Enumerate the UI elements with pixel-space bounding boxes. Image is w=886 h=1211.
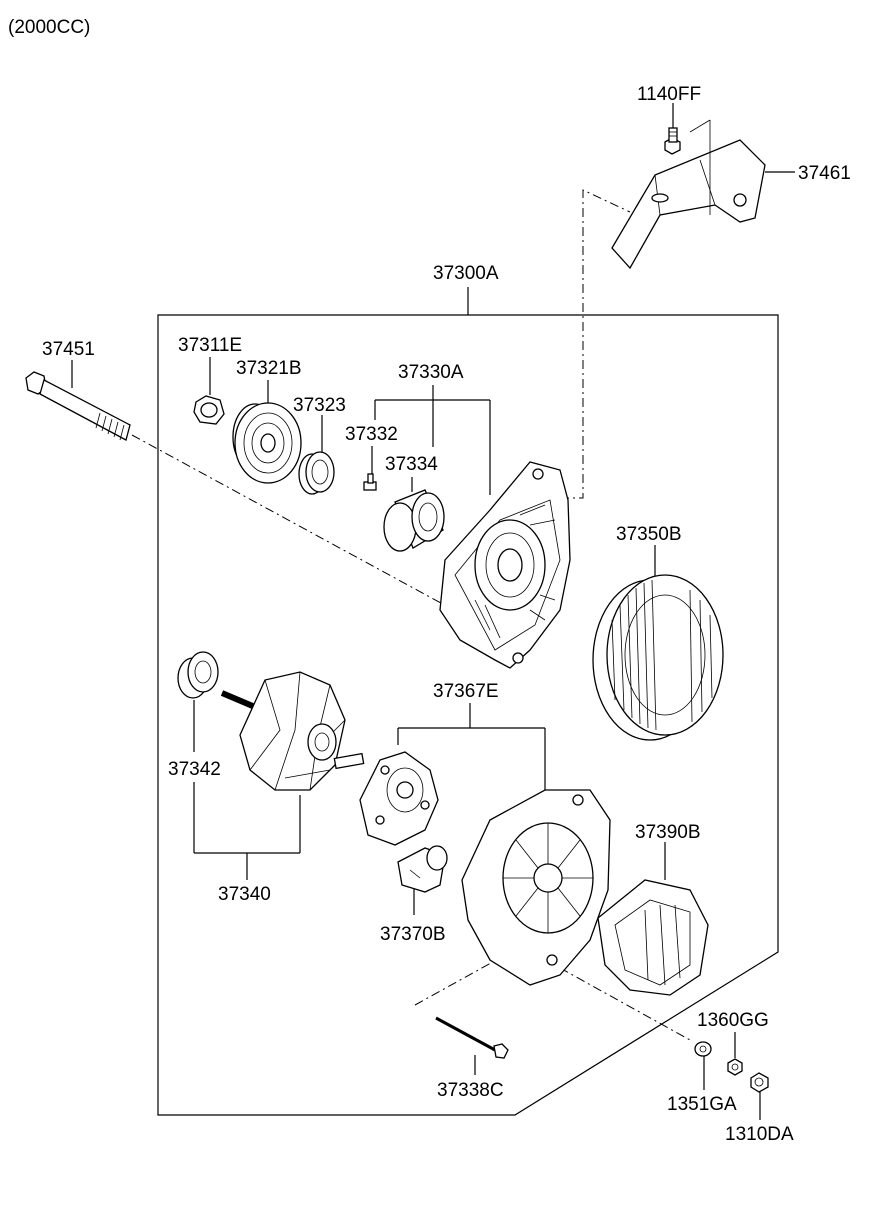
label-37311e: 37311E [178,335,242,356]
label-37338c: 37338C [437,1080,504,1101]
label-1351ga: 1351GA [667,1094,737,1115]
bolt-37338c [435,1016,509,1059]
bolt-1140ff [664,127,681,155]
assembly-boundary [157,314,779,1116]
engine-note: (2000CC) [8,17,90,38]
front-housing-37330a [439,461,571,669]
label-37367e: 37367E [433,681,499,702]
through-bolt-37451 [25,371,131,441]
label-37332: 37332 [345,424,398,445]
rear-housing [461,789,611,986]
label-37340: 37340 [218,884,271,905]
label-37390b: 37390B [635,822,701,843]
stator-37350b [592,574,724,741]
label-37451: 37451 [42,339,95,360]
rear-cover-37390b [597,879,709,996]
label-37300a: 37300A [433,263,499,284]
nut-37311e [193,395,225,425]
label-37334: 37334 [385,454,438,475]
part-labels: 1140FF 37461 37300A 37451 37311E 37321B … [42,84,851,1145]
label-37321b: 37321B [236,358,302,379]
label-37461: 37461 [798,163,851,184]
regulator-37370b [397,845,448,893]
label-37350b: 37350B [616,524,682,545]
bearing-37342 [177,651,219,699]
screw-37332 [363,473,377,491]
label-1140ff: 1140FF [637,84,701,105]
label-37370b: 37370B [380,924,446,945]
bearing-37334 [383,489,445,552]
nut-1310da [750,1072,769,1093]
nut-1360gg [727,1058,743,1076]
label-37323: 37323 [293,395,346,416]
label-37342: 37342 [168,759,221,780]
bracket-37461 [611,119,766,270]
label-1310da: 1310DA [725,1124,794,1145]
assembly-axes [131,189,691,1041]
pulley-37321b [232,402,302,484]
washer-1351ga [694,1041,712,1057]
leader-lines [71,103,795,1120]
rotor-37340 [220,671,365,791]
label-1360gg: 1360GG [697,1010,769,1031]
rectifier-37367e [359,751,439,846]
spacer-37323 [298,451,335,495]
label-37330a: 37330A [398,362,464,383]
